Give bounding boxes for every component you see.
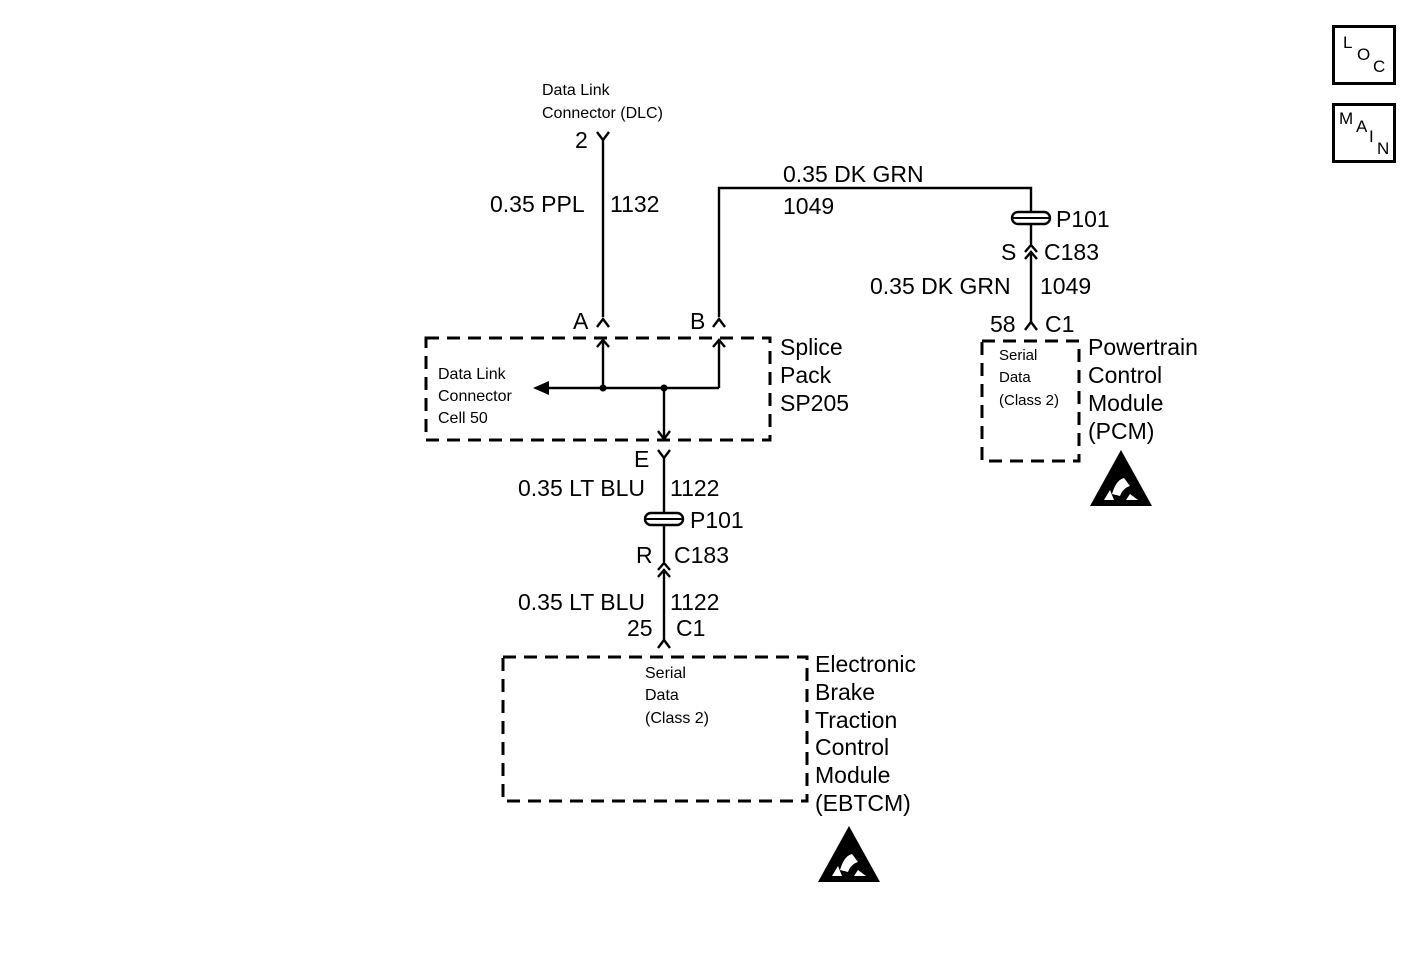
c183-connector-icon <box>657 561 671 578</box>
pcm-name-line1: Powertrain <box>1088 334 1198 360</box>
loc-letter-2: O <box>1357 45 1371 64</box>
pcm-serial-line2: Data <box>999 369 1031 386</box>
pin-b-terminal-icon <box>712 317 726 328</box>
pcm-c183-label: C183 <box>1044 239 1099 265</box>
splice-name-line1: Splice <box>780 334 843 360</box>
pcm-wire-size-color: 0.35 DK GRN <box>870 273 1011 299</box>
ebtcm-name-line4: Control <box>815 734 889 760</box>
main-letter-4: N <box>1377 139 1390 158</box>
dlc-wire-size-color: 0.35 PPL <box>490 191 585 217</box>
dlc-cell-line2: Connector <box>438 388 512 405</box>
ebtcm-name-line5: Module <box>815 762 890 788</box>
dlc-terminal-icon <box>596 131 610 142</box>
ebtcm-p101-label: P101 <box>690 507 744 533</box>
splice-node-icon <box>660 384 668 392</box>
main-button[interactable]: M A I N <box>1332 103 1396 163</box>
ebtcm-pin-r: R <box>636 542 653 568</box>
ebtcm-pin-number: 25 <box>627 615 653 641</box>
ebtcm-module-box <box>501 655 809 803</box>
p101-splice-icon <box>643 511 685 527</box>
main-letter-3: I <box>1369 127 1374 146</box>
pcm-module-box <box>980 339 1081 463</box>
ebtcm-name-line6: (EBTCM) <box>815 790 911 816</box>
pcm-c183-connector-icon <box>1024 243 1038 260</box>
dlc-cell-line1: Data Link <box>438 366 507 383</box>
ebtcm-serial-line3: (Class 2) <box>645 710 709 727</box>
main-letter-1: M <box>1339 109 1354 128</box>
ebtcm-name-line2: Brake <box>815 679 875 705</box>
ebtcm-name-line1: Electronic <box>815 651 916 677</box>
pcm-connector-c1: C1 <box>1045 311 1074 337</box>
splice-name-line3: SP205 <box>780 390 849 416</box>
splice-node-icon <box>599 384 607 392</box>
ebtcm-wire2-size-color: 0.35 LT BLU <box>518 589 645 615</box>
pcm-pin-s: S <box>1001 239 1016 265</box>
ebtcm-wire1-size-color: 0.35 LT BLU <box>518 475 645 501</box>
esd-warning-icon <box>1090 450 1152 506</box>
pin-e-terminal-icon <box>657 449 671 460</box>
top-wire-size-color: 0.35 DK GRN <box>783 161 924 187</box>
ebtcm-terminal-icon <box>657 638 671 649</box>
splice-name-line2: Pack <box>780 362 832 388</box>
dlc-cell-arrow-icon <box>533 381 549 395</box>
main-letter-2: A <box>1356 117 1368 136</box>
splice-pin-a: A <box>573 308 589 334</box>
pcm-wire-circuit: 1049 <box>1040 273 1091 299</box>
pcm-p101-label: P101 <box>1056 206 1110 232</box>
ebtcm-wire1-circuit: 1122 <box>670 475 719 501</box>
ebtcm-name-line3: Traction <box>815 707 897 733</box>
pcm-name-line2: Control <box>1088 362 1162 388</box>
pcm-terminal-icon <box>1024 320 1038 331</box>
dlc-name-line1: Data Link <box>542 82 611 99</box>
ebtcm-serial-line2: Data <box>645 687 679 704</box>
ebtcm-connector-c1: C1 <box>676 615 705 641</box>
splice-pack-box <box>424 336 772 442</box>
ebtcm-serial-line1: Serial <box>645 665 686 682</box>
pcm-name-line4: (PCM) <box>1088 418 1154 444</box>
pcm-pin-number: 58 <box>990 311 1016 337</box>
loc-button[interactable]: L O C <box>1332 25 1396 85</box>
dlc-pin-number: 2 <box>575 127 588 153</box>
wire-1049-top <box>717 186 1033 317</box>
dlc-cell-line3: Cell 50 <box>438 410 488 427</box>
pcm-serial-line3: (Class 2) <box>999 392 1059 409</box>
dlc-name-line2: Connector (DLC) <box>542 105 663 122</box>
ebtcm-c183-label: C183 <box>674 542 729 568</box>
loc-letter-1: L <box>1343 33 1353 52</box>
pcm-name-line3: Module <box>1088 390 1163 416</box>
splice-pin-e: E <box>634 446 649 472</box>
loc-letter-3: C <box>1373 57 1386 76</box>
esd-warning-icon <box>818 826 880 882</box>
pin-a-terminal-icon <box>596 317 610 328</box>
pcm-serial-line1: Serial <box>999 347 1037 364</box>
splice-pin-b: B <box>690 308 705 334</box>
ebtcm-wire2-circuit: 1122 <box>670 589 719 615</box>
dlc-wire-circuit: 1132 <box>610 191 659 217</box>
pcm-p101-splice-icon <box>1010 210 1052 226</box>
top-wire-circuit: 1049 <box>783 193 834 219</box>
